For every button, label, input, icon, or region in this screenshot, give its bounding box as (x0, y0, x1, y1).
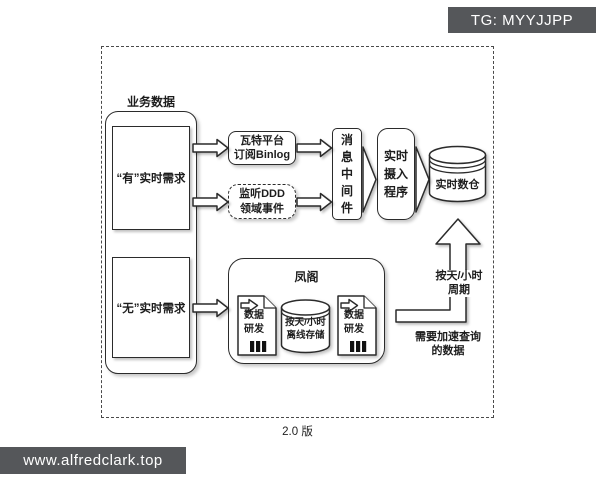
message-middleware-box: 消 息 中 间 件 (332, 128, 362, 220)
have-realtime-box: “有”实时需求 (112, 126, 190, 230)
offline-storage-cylinder: 按天/小时 离线存储 (280, 299, 331, 354)
version-label: 2.0 版 (282, 426, 313, 438)
diagram-frame (101, 46, 494, 418)
realtime-dw-cylinder: 实时数仓 (428, 145, 487, 203)
cycle-period-label: 按天/小时 周期 (426, 270, 492, 297)
data-dev-right-label: 数据 研发 (344, 310, 364, 335)
document-icon (237, 295, 277, 356)
data-bars-icon (250, 341, 267, 352)
message-middleware-label: 消 息 中 间 件 (340, 132, 353, 215)
data-dev-doc-left: 数据 研发 (237, 295, 277, 356)
watt-platform-binlog-box: 瓦特平台 订阅Binlog (228, 131, 296, 165)
document-icon (337, 295, 377, 356)
have-realtime-label: “有”实时需求 (116, 173, 186, 185)
small-arrow-icon (240, 298, 259, 313)
business-data-label: 业务数据 (126, 95, 175, 109)
realtime-ingest-box: 实时 摄入 程序 (377, 128, 415, 220)
site-badge-text: www.alfredclark.top (23, 452, 163, 469)
offline-storage-label: 按天/小时 离线存储 (285, 317, 326, 341)
site-badge: www.alfredclark.top (0, 447, 186, 474)
realtime-dw-label: 实时数仓 (435, 179, 480, 191)
database-icon (428, 145, 487, 203)
data-dev-doc-right: 数据 研发 (337, 295, 377, 356)
no-realtime-label: “无”实时需求 (116, 302, 186, 315)
watt-platform-binlog-label: 瓦特平台 订阅Binlog (233, 134, 291, 161)
data-dev-left-label: 数据 研发 (244, 310, 264, 335)
listen-ddd-events-label: 监听DDD 领域事件 (239, 188, 285, 215)
tg-badge-text: TG: MYYJJPP (470, 11, 574, 29)
no-realtime-box: “无”实时需求 (112, 257, 190, 358)
fengge-title: 凤阁 (294, 270, 319, 284)
small-arrow-icon (340, 298, 359, 313)
database-icon (280, 299, 331, 354)
realtime-ingest-label: 实时 摄入 程序 (383, 149, 408, 199)
data-bars-icon (350, 341, 367, 352)
accelerated-query-label: 需要加速查询 的数据 (415, 331, 481, 357)
listen-ddd-events-box: 监听DDD 领域事件 (228, 184, 296, 219)
tg-badge: TG: MYYJJPP (448, 7, 596, 33)
